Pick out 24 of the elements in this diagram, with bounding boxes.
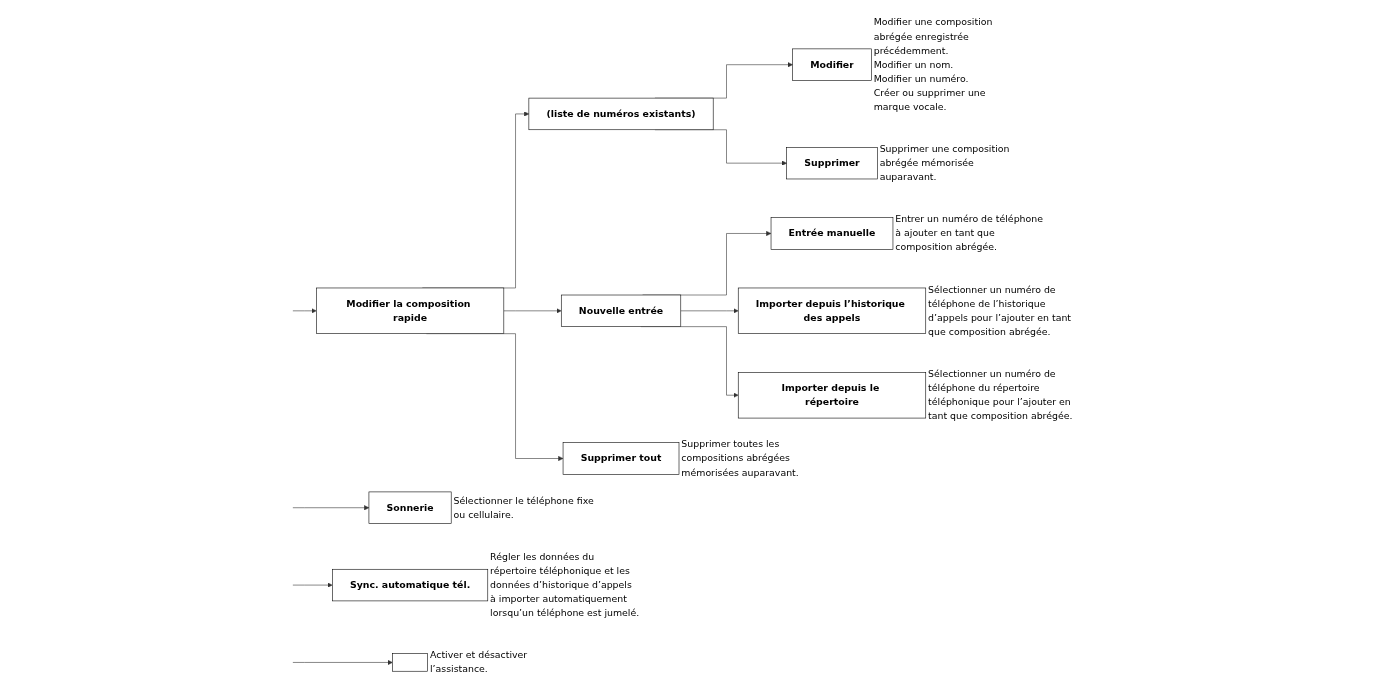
node-label: Supprimer une composition abrégée mémorisée auparavant. [879, 143, 1010, 183]
node-label: Modifier un numéro. [874, 72, 969, 85]
node-box: (liste de numéros existants) [528, 97, 714, 131]
node-box: Entrée manuelle [771, 217, 894, 250]
node-label: Supprimer toutes les compositions abrégées mémorisées auparavant. [681, 438, 800, 478]
node-box: Modifier la composition rapide [316, 287, 505, 334]
node-label: Sélectionner le téléphone fixe ou cellulaire. [453, 494, 595, 521]
node-label: Entrer un numéro de téléphone à ajouter en tant que composition abrégée. [895, 213, 1044, 253]
node-label: Sélectionner un numéro de téléphone de l’historique d’appels pour l’ajouter en tant que composition abrégée. [928, 283, 1072, 338]
node-box [392, 653, 429, 672]
node-box: Sync. automatique tél. [332, 568, 489, 602]
node-label: Modifier un nom. [874, 58, 954, 70]
node-label: Modifier une composition abrégée enregistrée précédemment. [874, 16, 993, 56]
node-box: Supprimer tout [563, 442, 680, 475]
node-box: Nouvelle entrée [561, 294, 682, 327]
node-box: Sonnerie [368, 491, 452, 524]
node-box: Importer depuis le répertoire [738, 372, 927, 419]
node-label: Activer et désactiver l’assistance. [430, 649, 528, 675]
node-box: Modifier [792, 48, 872, 81]
node-box: Importer depuis l’historique des appels [738, 287, 927, 334]
node-label: Créer ou supprimer une marque vocale. [874, 86, 986, 113]
node-label: Sélectionner un numéro de téléphone du répertoire téléphonique pour l’ajouter en tant que composition abrégée. [928, 368, 1073, 422]
node-box: Supprimer [786, 147, 878, 180]
node-label: Régler les données du répertoire téléphonique et les données d’historique d’appels à importer automatiquement lorsqu’un téléphone est jumelé. [490, 551, 640, 619]
